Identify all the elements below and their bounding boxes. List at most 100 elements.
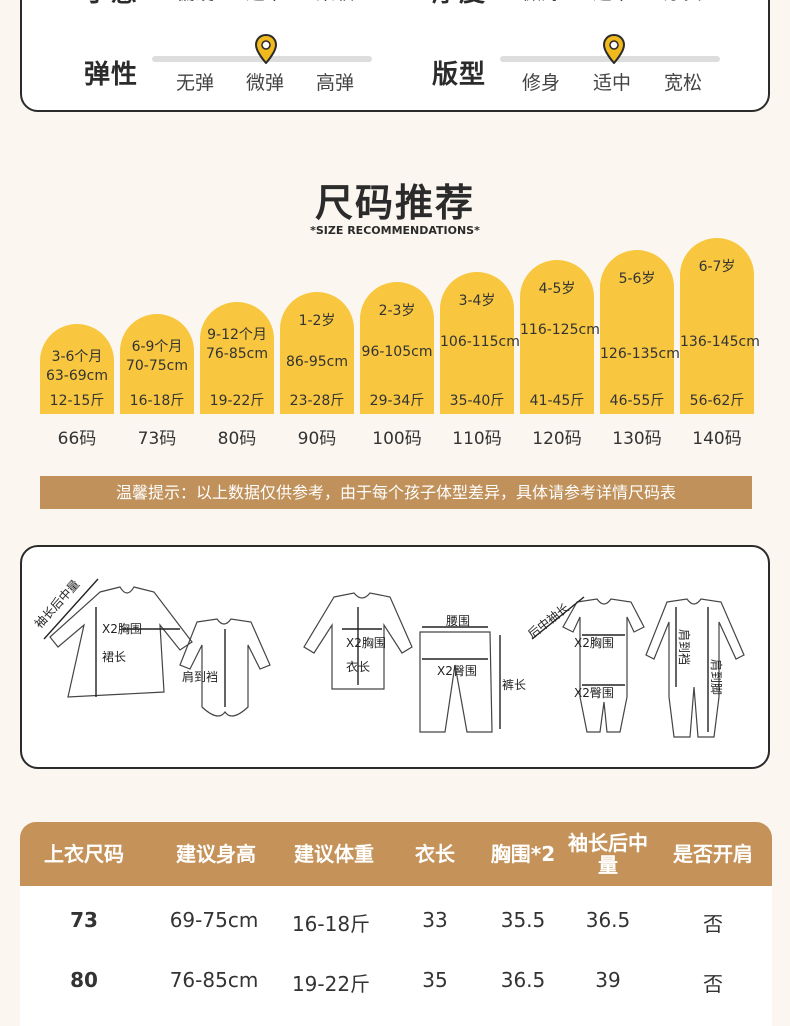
table-cell: 76-85cm <box>169 968 259 992</box>
diagram-label-shoulder-crotch: 肩到裆 <box>182 669 218 684</box>
location-pin-icon <box>254 34 278 64</box>
bar-size-label: 130码 <box>612 429 662 449</box>
bar-age: 4-5岁 <box>538 281 576 297</box>
table-header-cell: 衣长 <box>415 842 455 866</box>
table-cell: 36.5 <box>585 908 631 932</box>
bar-height: 96-105cm <box>361 344 433 360</box>
table-cell: 35.5 <box>500 908 546 932</box>
bar-height: 63-69cm <box>45 368 108 384</box>
fabric-attributes-card: 手感 偏硬 适中 柔软 厚度 微薄 适中 厚实 弹性 无弹 微弹 高弹 版型 修… <box>20 0 770 112</box>
size-bar <box>680 238 754 414</box>
table-cell: 69-75cm <box>169 908 259 932</box>
bar-size-label: 100码 <box>372 429 422 449</box>
thickness-option: 适中 <box>577 0 647 5</box>
diagram-label-back-sleeve: 后中袖长 <box>525 600 572 641</box>
measurement-diagram-card: 袖长后中量 X2胸围 裙长 肩到裆 X2胸围 衣长 腰围 X2臀围 裤长 后中袖… <box>20 545 770 769</box>
section-title: 尺码推荐 <box>314 181 475 225</box>
elasticity-option: 微弹 <box>245 72 284 94</box>
elasticity-label: 弹性 <box>84 60 139 90</box>
size-bar <box>200 302 274 414</box>
bar-weight: 23-28斤 <box>289 393 345 409</box>
bar-age: 5-6岁 <box>618 271 656 287</box>
bar-height: 116-125cm <box>520 322 600 338</box>
bar-size-label: 140码 <box>692 429 742 449</box>
table-header: 上衣尺码 建议身高 建议体重 衣长 胸围*2 袖长后中量 是否开肩 <box>20 822 772 886</box>
diagram-label-waist: 腰围 <box>446 614 470 628</box>
bar-height: 70-75cm <box>125 358 188 374</box>
size-bar-column: 4-5岁 116-125cm 41-45斤 <box>520 230 600 414</box>
bar-age: 1-2岁 <box>298 313 336 329</box>
table-header-cell: 是否开肩 <box>673 842 753 866</box>
size-bar-column: 3-6个月 63-69cm 12-15斤 <box>40 230 114 414</box>
table-cell: 73 <box>70 908 98 932</box>
size-bar <box>600 250 674 414</box>
bar-size-label: 110码 <box>452 429 502 449</box>
table-header-cell: 建议身高 <box>176 842 256 866</box>
size-bar <box>520 260 594 414</box>
diagram-label-hip: X2臀围 <box>437 664 477 678</box>
bar-height: 76-85cm <box>205 346 268 362</box>
bar-size-label: 120码 <box>532 429 582 449</box>
size-bar <box>120 314 194 414</box>
size-bar <box>280 292 354 414</box>
measurement-illustrations: 袖长后中量 X2胸围 裙长 肩到裆 X2胸围 衣长 腰围 X2臀围 裤长 后中袖… <box>31 576 745 738</box>
section-subtitle: *SIZE RECOMMENDATIONS* <box>310 224 480 237</box>
hand-feel-label: 手感 <box>84 0 138 9</box>
hand-feel-option: 偏硬 <box>160 0 230 5</box>
bar-size-label: 80码 <box>217 429 257 449</box>
bar-weight: 56-62斤 <box>689 393 745 409</box>
table-header-cell: 上衣尺码 <box>44 842 124 866</box>
bar-age: 3-4岁 <box>458 293 496 309</box>
table-cell: 39 <box>595 968 621 992</box>
elasticity-option: 无弹 <box>175 72 214 94</box>
diagram-label-chest-c: X2胸围 <box>574 635 614 650</box>
bar-weight: 19-22斤 <box>209 393 265 409</box>
size-bar-column: 1-2岁 86-95cm 23-28斤 <box>280 230 354 414</box>
table-cell: 36.5 <box>500 968 546 992</box>
bar-weight: 41-45斤 <box>529 393 585 409</box>
table-cell: 16-18斤 <box>291 912 371 936</box>
size-table: 上衣尺码 建议身高 建议体重 衣长 胸围*2 袖长后中量 是否开肩 73 69-… <box>20 822 772 1026</box>
diagram-label-pants-length: 裤长 <box>502 678 526 692</box>
bar-height: 86-95cm <box>285 354 348 370</box>
location-pin-icon <box>602 34 626 64</box>
size-bar-column: 3-4岁 106-115cm 35-40斤 <box>440 230 520 414</box>
bar-weight: 35-40斤 <box>449 393 505 409</box>
thickness-label: 厚度 <box>432 0 486 9</box>
diagram-label-body-length: 衣长 <box>346 659 370 674</box>
diagram-label-shoulder-crotch-c: 肩到裆 <box>677 629 692 665</box>
table-cell: 80 <box>70 968 98 992</box>
bar-weight: 46-55斤 <box>609 393 665 409</box>
table-cell: 否 <box>703 972 723 996</box>
fit-option: 适中 <box>592 72 631 94</box>
fit-option: 宽松 <box>663 72 702 94</box>
diagram-label-sleeve-back: 袖长后中量 <box>31 576 82 631</box>
table-header-cell: 建议体重 <box>294 842 374 866</box>
bar-weight: 29-34斤 <box>369 393 425 409</box>
bar-age: 6-9个月 <box>131 339 183 355</box>
bar-age: 3-6个月 <box>51 349 103 365</box>
table-header-cell: 胸围*2 <box>490 842 556 866</box>
diagram-label-chest-b: X2胸围 <box>346 635 386 650</box>
bar-height: 126-135cm <box>600 346 680 362</box>
bar-size-label: 73码 <box>137 429 177 449</box>
table-cell: 35 <box>422 968 448 992</box>
diagram-label-shoulder-foot: 肩到脚 <box>709 659 724 695</box>
bar-height: 106-115cm <box>440 334 520 350</box>
bar-age: 2-3岁 <box>378 303 416 319</box>
fit-label: 版型 <box>432 60 487 90</box>
tip-banner: 温馨提示：以上数据仅供参考，由于每个孩子体型差异，具体请参考详情尺码表 <box>40 476 752 509</box>
table-cell: 否 <box>703 912 723 936</box>
fit-option: 修身 <box>521 72 560 94</box>
hand-feel-option: 适中 <box>230 0 300 5</box>
bar-size-label: 66码 <box>57 429 97 449</box>
size-bar <box>440 272 514 414</box>
diagram-label-skirt-length: 裙长 <box>102 650 126 664</box>
table-header-cell: 袖长后中量 <box>568 831 648 877</box>
bar-weight: 12-15斤 <box>49 393 105 409</box>
bar-size-label: 90码 <box>297 429 337 449</box>
thickness-option: 微薄 <box>506 0 576 5</box>
